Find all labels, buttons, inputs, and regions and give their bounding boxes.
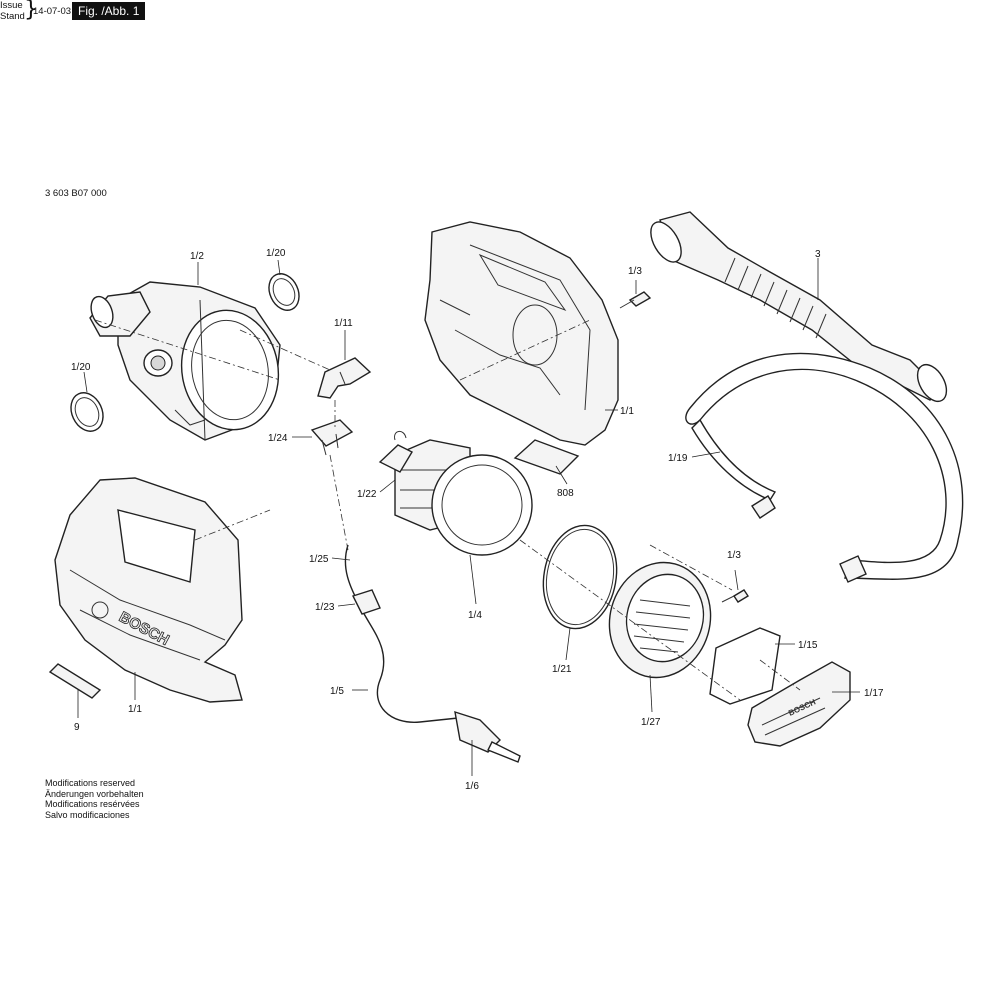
- callout-1-15: 1/15: [798, 640, 818, 651]
- stand-label: Stand: [0, 11, 25, 22]
- callout-1-20-upper: 1/20: [266, 248, 286, 259]
- screw-upper-part: [619, 291, 652, 309]
- o-ring-lower-part: [70, 392, 104, 432]
- callout-1-22: 1/22: [357, 489, 377, 500]
- callout-1-5: 1/5: [330, 686, 344, 697]
- callout-1-19: 1/19: [668, 453, 688, 464]
- notice-line-en: Modifications reserved: [45, 778, 136, 788]
- rear-housing-part: [424, 221, 619, 446]
- hose-part: [650, 211, 948, 403]
- callout-1-21: 1/21: [552, 664, 572, 675]
- issue-labels: Issue Stand: [0, 0, 25, 22]
- callout-1-3-lower: 1/3: [727, 550, 741, 561]
- sensor-probe-part: [454, 710, 521, 763]
- strap-buckle-part: [691, 418, 777, 501]
- brace-icon: }: [24, 0, 38, 22]
- callout-1-3-upper: 1/3: [628, 266, 642, 277]
- screw-lower-part: [721, 589, 749, 603]
- label-plate-part: [513, 439, 580, 475]
- callout-9: 9: [74, 722, 80, 733]
- callout-1-1-upper: 1/1: [620, 406, 634, 417]
- callout-3: 3: [815, 249, 821, 260]
- callout-1-1-lower: 1/1: [128, 704, 142, 715]
- notice-line-de: Änderungen vorbehalten: [45, 788, 144, 799]
- rating-label-part: [48, 663, 102, 699]
- motor-part: [378, 431, 533, 556]
- callout-1-23: 1/23: [315, 602, 335, 613]
- filter-pad-part: [709, 627, 781, 705]
- part-number: 3 603 B07 000: [45, 188, 107, 199]
- callout-1-6: 1/6: [465, 781, 479, 792]
- notice-line-es: Salvo modificaciones: [45, 809, 130, 820]
- callout-1-4: 1/4: [468, 610, 482, 621]
- cable-part: [344, 544, 459, 723]
- callout-1-2: 1/2: [190, 251, 204, 262]
- clip-part: [317, 357, 372, 399]
- callout-1-11: 1/11: [334, 318, 353, 329]
- switch-part: [310, 419, 354, 456]
- shoulder-strap-part: [685, 352, 964, 580]
- nozzle-cover-part: BOSCH: [747, 661, 851, 747]
- fan-housing-part: [89, 281, 281, 441]
- callout-1-27: 1/27: [641, 717, 661, 728]
- figure-tag: Fig. /Abb. 1: [72, 2, 146, 20]
- callout-1-20-lower: 1/20: [71, 362, 91, 373]
- front-housing-part: BOSCH: [54, 477, 243, 703]
- callout-1-17: 1/17: [864, 688, 884, 699]
- modification-notice: Modifications reserved Änderungen vorbeh…: [45, 778, 144, 820]
- callout-1-24: 1/24: [268, 433, 288, 444]
- callout-808: 808: [557, 488, 574, 499]
- issue-label: Issue: [0, 0, 23, 11]
- o-ring-upper-part: [268, 273, 300, 311]
- notice-line-fr: Modifications resérvées: [45, 799, 140, 809]
- callout-1-25: 1/25: [309, 554, 329, 565]
- issue-block: Issue Stand } 14-07-03 Fig. /Abb. 1: [0, 0, 200, 24]
- motor-seal-ring-part: [542, 524, 618, 630]
- issue-date: 14-07-03: [33, 6, 72, 17]
- air-grille-part: [608, 561, 712, 679]
